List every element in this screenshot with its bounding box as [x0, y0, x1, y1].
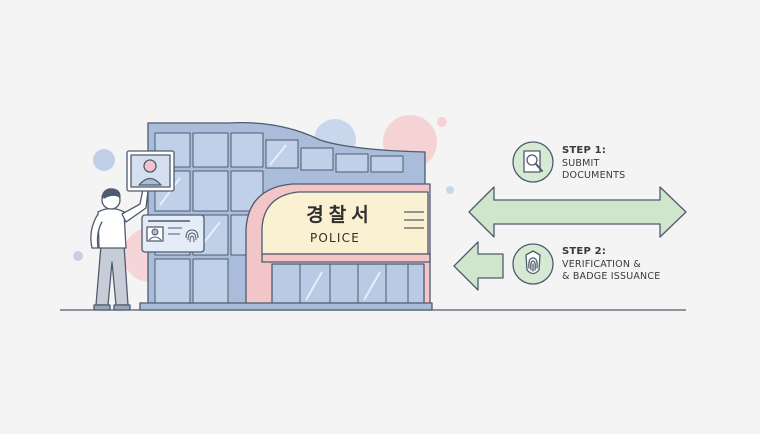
sign-korean-text: 경찰서 — [306, 204, 373, 226]
fingerprint-badge-icon — [512, 243, 554, 285]
police-building — [139, 121, 433, 311]
step-2-line-2: & BADGE ISSUANCE — [562, 271, 661, 282]
person-figure — [90, 188, 149, 311]
step-1-title: STEP 1: — [562, 145, 607, 156]
step-1-line-1: SUBMIT — [562, 157, 600, 169]
step-2-line-1: VERIFICATION & — [562, 258, 641, 270]
return-arrow — [453, 241, 504, 291]
step-1-text: STEP 1: SUBMIT DOCUMENTS — [562, 145, 625, 183]
step-2-title: STEP 2: — [562, 246, 607, 257]
double-arrow — [468, 186, 687, 238]
step-1-line-2: DOCUMENTS — [562, 170, 626, 181]
step-2-text: STEP 2: VERIFICATION & & BADGE ISSUANCE — [562, 246, 660, 284]
id-card — [141, 214, 205, 253]
sign-english-text: POLICE — [310, 231, 360, 245]
profile-display — [126, 150, 175, 192]
magnifier-document-icon — [512, 141, 554, 183]
flow-arrows — [453, 186, 687, 291]
